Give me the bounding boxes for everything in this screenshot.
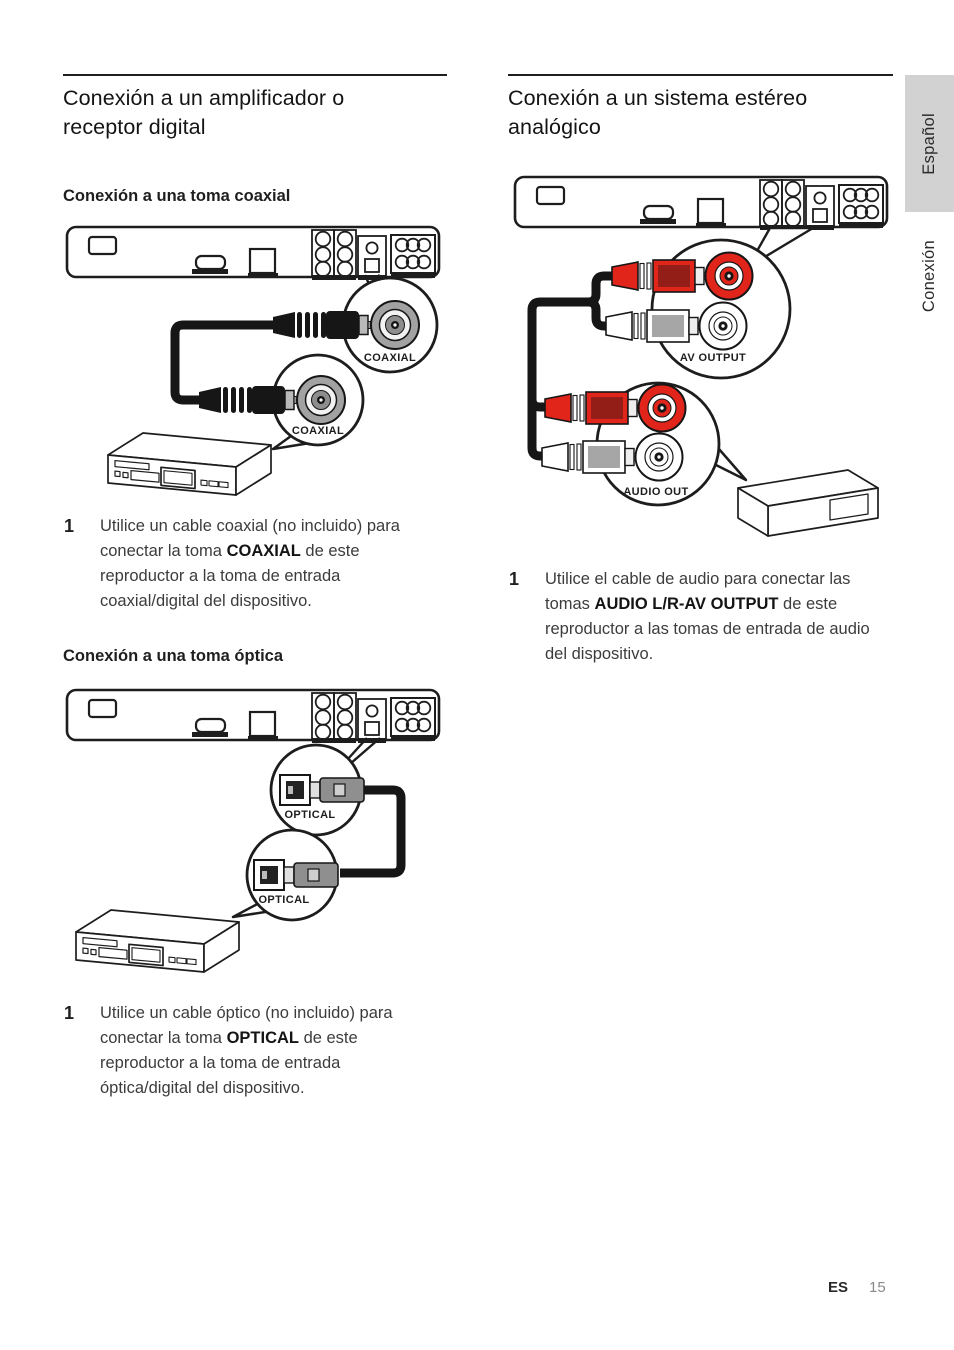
- coaxial-step-bold: COAXIAL: [226, 542, 301, 560]
- language-tab-label: Español: [920, 112, 938, 175]
- left-section-heading: Conexión a un amplificador o receptor di…: [63, 86, 345, 139]
- footer-language-code: ES: [828, 1279, 849, 1296]
- coaxial-top-jack-label: COAXIAL: [364, 352, 416, 364]
- coaxial-step-text: Utilice un cable coaxial (no incluido) p…: [100, 514, 436, 614]
- coaxial-step-post: de este reproductor a la toma de entrada…: [100, 542, 360, 610]
- analog-stereo-connection-diagram: AV OUTPUT AUDIO OUT: [513, 175, 889, 537]
- coaxial-step-number: 1: [64, 516, 75, 536]
- optical-top-jack-label: OPTICAL: [284, 809, 335, 821]
- av-output-label: AV OUTPUT: [680, 352, 746, 364]
- analog-step-bold: AUDIO L/R-AV OUTPUT: [594, 595, 779, 613]
- optical-connection-diagram: OPTICAL OPTICAL: [65, 688, 441, 973]
- optical-subheading: Conexión a una toma óptica: [63, 647, 284, 665]
- footer-page-number: 15: [869, 1279, 886, 1296]
- right-column-rule: [508, 74, 893, 76]
- analog-step-number: 1: [509, 569, 520, 589]
- optical-step-bold: OPTICAL: [226, 1029, 299, 1047]
- coaxial-subheading: Conexión a una toma coaxial: [63, 187, 291, 205]
- optical-step-number: 1: [64, 1003, 75, 1023]
- audio-out-label: AUDIO OUT: [623, 486, 688, 498]
- optical-step-pre: Utilice un cable óptico (no incluido) pa…: [100, 1004, 393, 1047]
- section-tab: Conexión: [905, 224, 954, 328]
- optical-step-text: Utilice un cable óptico (no incluido) pa…: [100, 1001, 436, 1101]
- section-tab-label: Conexión: [920, 239, 938, 313]
- analog-step-text: Utilice el cable de audio para conectar …: [545, 567, 883, 667]
- coaxial-step-pre: Utilice un cable coaxial (no incluido) p…: [100, 517, 400, 560]
- optical-bottom-jack-label: OPTICAL: [258, 894, 309, 906]
- language-tab: Español: [905, 75, 954, 212]
- coaxial-connection-diagram: COAXIAL COAXIAL: [65, 225, 441, 496]
- left-column-rule: [63, 74, 447, 76]
- right-section-heading: Conexión a un sistema estéreo analógico: [508, 86, 808, 139]
- optical-step-post: de este reproductor a la toma de entrada…: [100, 1029, 358, 1097]
- analog-step-post: de este reproductor a las tomas de entra…: [545, 595, 870, 663]
- coaxial-bottom-jack-label: COAXIAL: [292, 425, 344, 437]
- analog-step-pre: Utilice el cable de audio para conectar …: [545, 570, 851, 613]
